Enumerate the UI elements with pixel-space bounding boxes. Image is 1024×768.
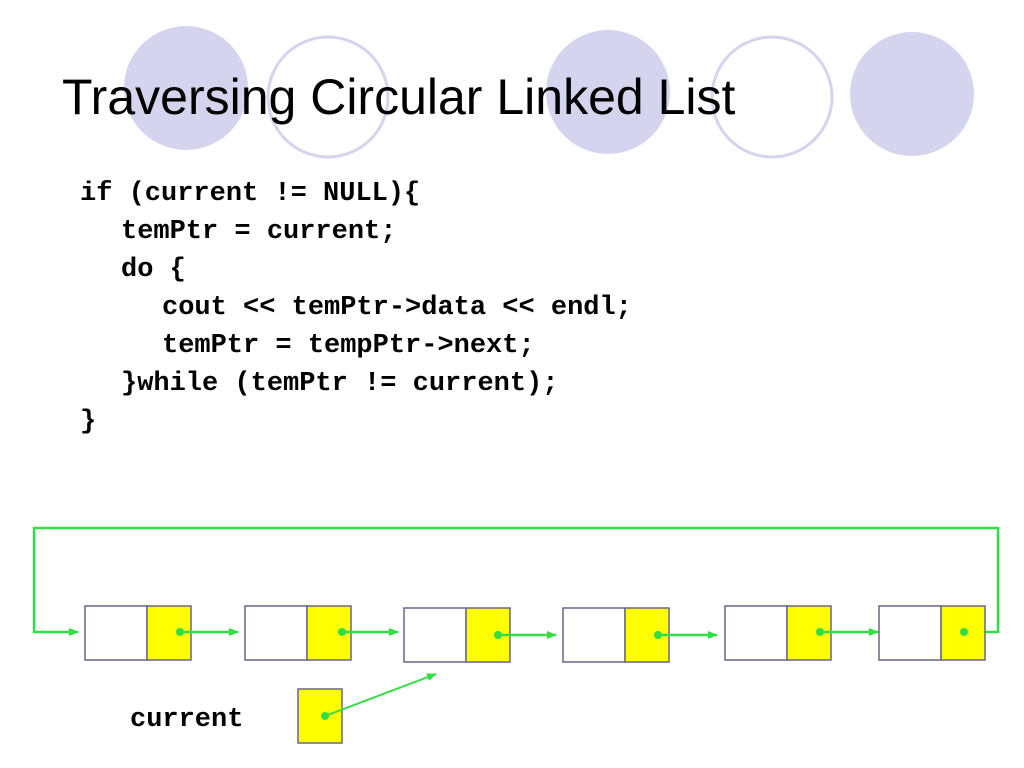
list-node [403,607,511,663]
code-line: } [80,407,97,437]
slide-title: Traversing Circular Linked List [62,69,736,125]
code-line: }while (temPtr != current); [121,369,559,399]
circular-return-link [32,526,1000,636]
node-data-field [403,607,467,663]
code-line: cout << temPtr->data << endl; [162,293,632,323]
node-data-field [724,605,788,661]
list-node [562,607,670,663]
list-node [724,605,832,661]
node-data-field [562,607,626,663]
decorative-circles [124,26,974,159]
node-data-field [244,605,308,661]
code-line: if (current != NULL){ [80,179,421,209]
current-label: current [130,705,243,735]
node-data-field [84,605,148,661]
decor-circle-ring [266,35,390,159]
code-line: temPtr = current; [121,217,397,247]
link-dot [960,628,968,636]
code-line: temPtr = tempPtr->next; [162,331,535,361]
decor-circle-filled [850,32,974,156]
list-node [84,605,192,661]
decor-circle-filled [546,30,670,154]
decor-circle-ring [710,35,834,159]
decor-circle-filled [124,26,248,150]
code-line: do { [121,255,186,285]
list-node [244,605,352,661]
current-pointer-box [297,688,343,744]
current-pointer-link [324,673,437,717]
code-block: if (current != NULL){ temPtr = current; … [80,175,632,441]
list-node [878,605,986,661]
node-data-field [878,605,942,661]
